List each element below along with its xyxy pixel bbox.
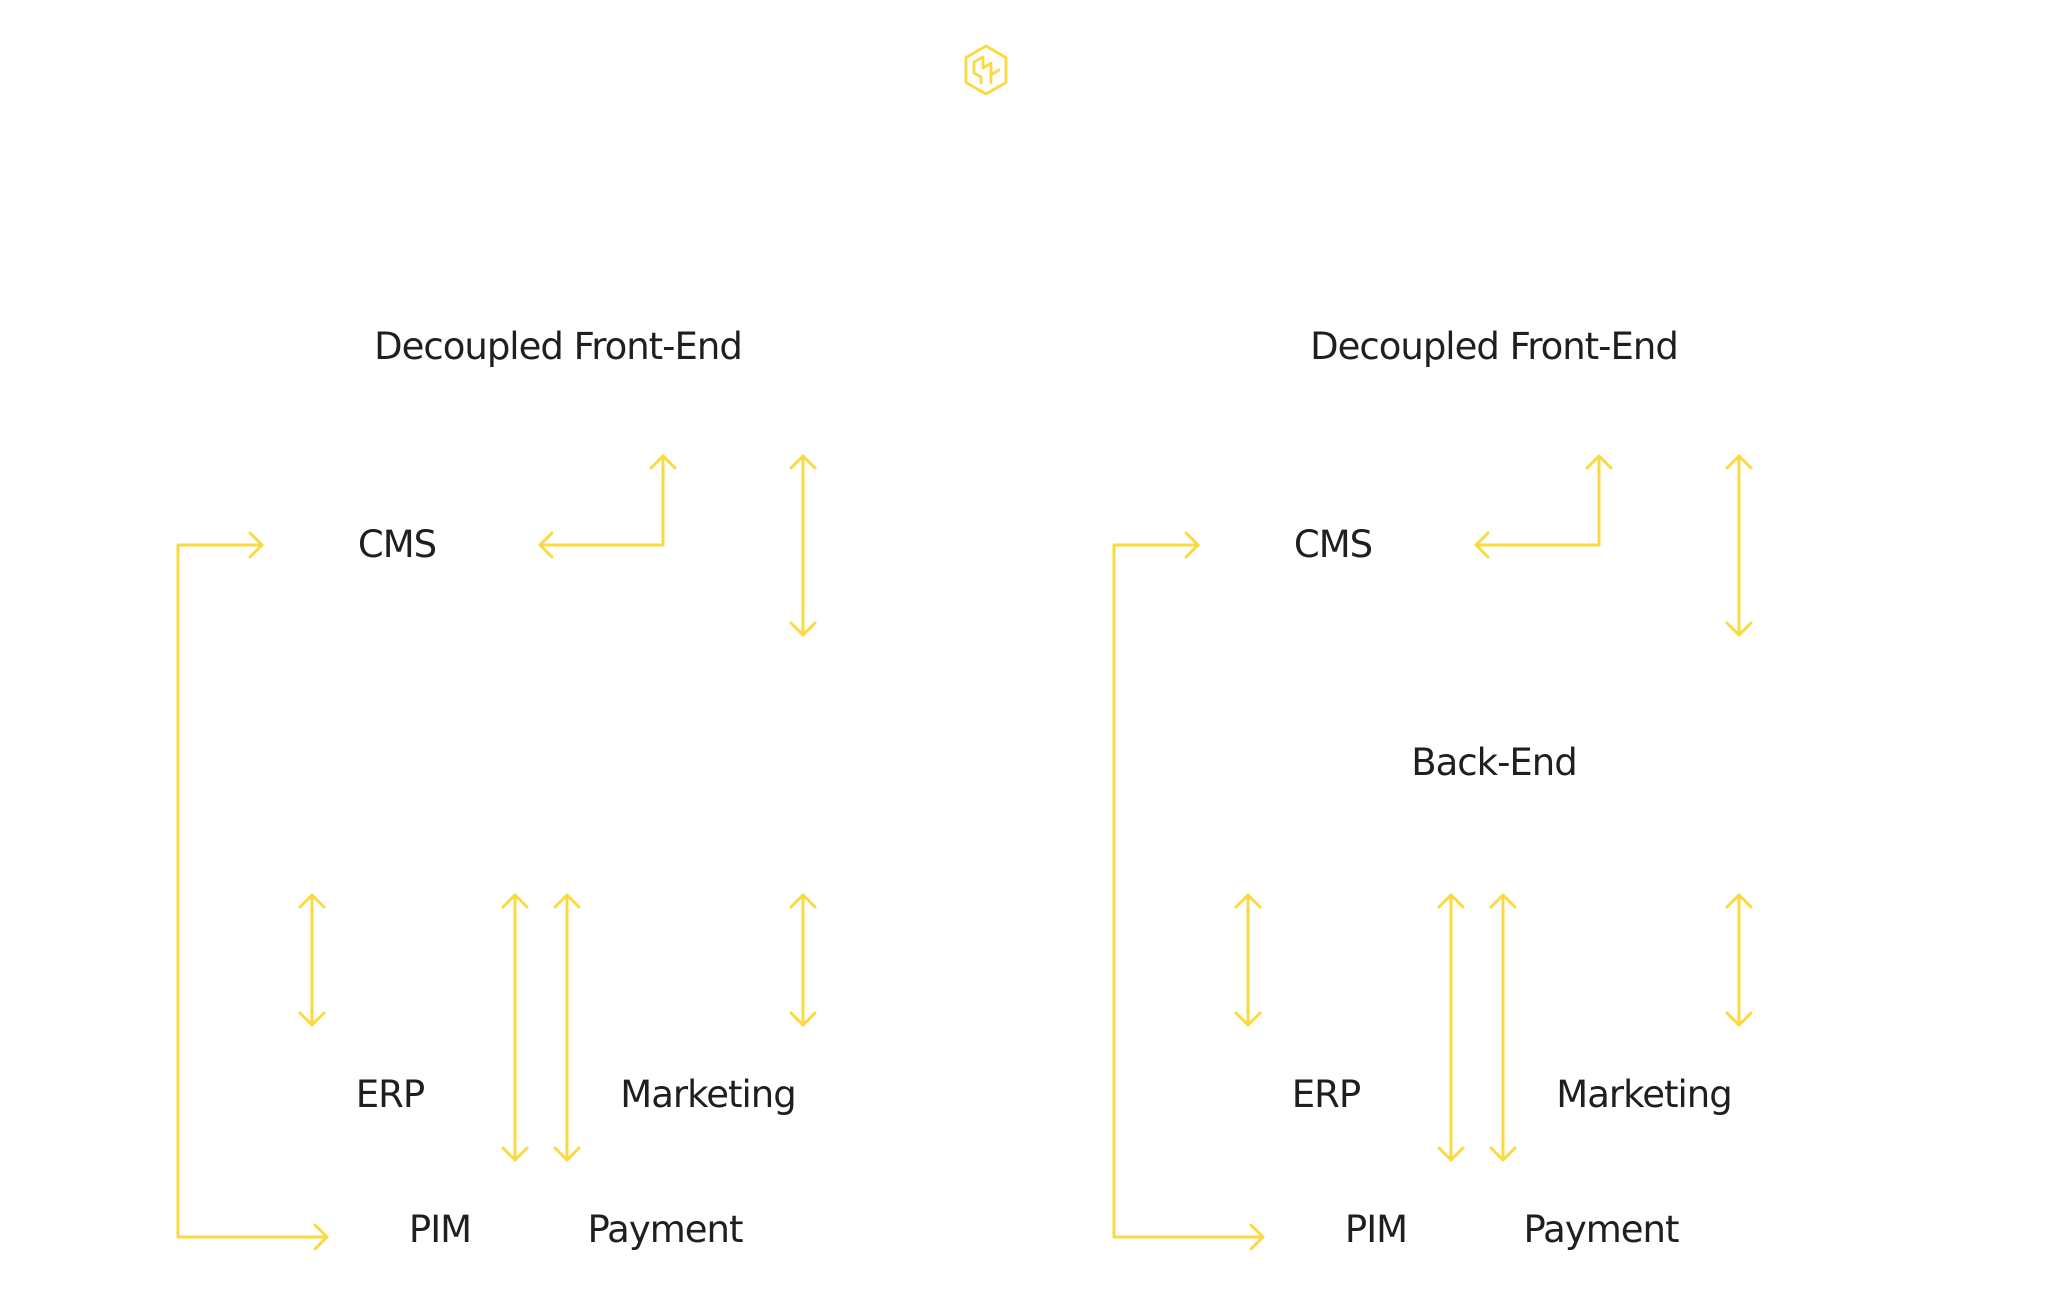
right-cms-label: CMS bbox=[1293, 523, 1373, 566]
right-cms-frontend-elbow bbox=[1474, 454, 1601, 547]
right-erp-label: ERP bbox=[1291, 1073, 1361, 1116]
left-cms-frontend-arrowhead-up bbox=[649, 454, 677, 470]
left-rail-to-cms-arrow bbox=[176, 543, 264, 1239]
right-pim-label: PIM bbox=[1344, 1208, 1408, 1251]
left-rail-to-pim-arrowhead bbox=[313, 1223, 329, 1251]
left-connectors bbox=[176, 454, 817, 1251]
brand-logo-icon bbox=[964, 44, 1008, 96]
left-frontend-label: Decoupled Front-End bbox=[374, 325, 743, 368]
left-frontend-backend-head-down bbox=[789, 621, 817, 637]
right-rail-to-cms-arrow bbox=[1112, 543, 1200, 1239]
left-pim-label: PIM bbox=[408, 1208, 472, 1251]
left-cms-frontend-elbow bbox=[538, 454, 665, 547]
left-rail-to-cms-arrowhead bbox=[248, 531, 264, 559]
right-marketing-label: Marketing bbox=[1556, 1073, 1732, 1116]
right-payment-label: Payment bbox=[1523, 1208, 1680, 1251]
right-backend-label: Back-End bbox=[1411, 741, 1577, 784]
left-erp-label: ERP bbox=[355, 1073, 425, 1116]
left-cms-frontend-arrowhead-left bbox=[538, 531, 554, 559]
left-frontend-backend-head-up bbox=[789, 454, 817, 470]
right-connectors bbox=[1112, 454, 1753, 1251]
left-cms-label: CMS bbox=[357, 523, 437, 566]
right-frontend-label: Decoupled Front-End bbox=[1310, 325, 1679, 368]
left-marketing-label: Marketing bbox=[620, 1073, 796, 1116]
left-payment-label: Payment bbox=[587, 1208, 744, 1251]
